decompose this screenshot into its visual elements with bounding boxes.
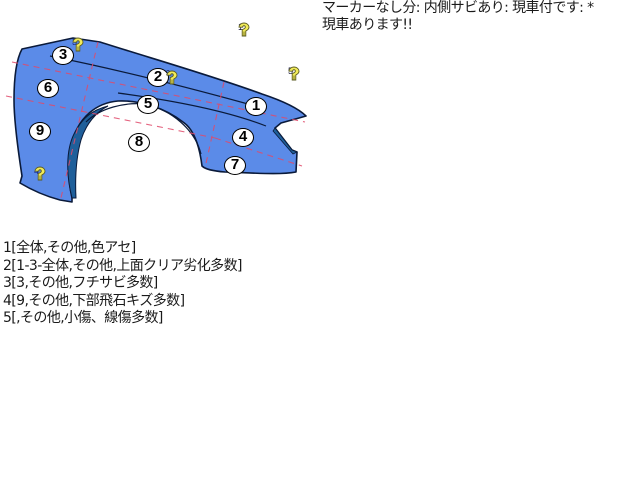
question-pin-icon <box>166 70 178 85</box>
zone-label-1[interactable]: 1 <box>245 96 267 116</box>
character-line-lower <box>117 92 267 127</box>
unmarked-condition-note: マーカーなし分: 内側サビあり: 現車付です: * 現車あります!! <box>322 0 640 34</box>
zone-label-5[interactable]: 5 <box>137 94 159 114</box>
note-line-2: 現車あります!! <box>322 17 413 33</box>
damage-item-2: 2[1-3-全体,その他,上面クリア劣化多数] <box>3 257 242 274</box>
damage-item-1: 1[全体,その他,色アセ] <box>3 240 136 256</box>
damage-item-5: 5[,その他,小傷、線傷多数] <box>3 310 163 327</box>
note-line-1: マーカーなし分: 内側サビあり: 現車付です: * <box>322 0 594 16</box>
zone-label-4[interactable]: 4 <box>232 127 254 147</box>
zone-label-8[interactable]: 8 <box>128 132 150 152</box>
question-pin-icon <box>34 166 46 181</box>
damage-marker-4[interactable]: 4 <box>34 166 46 181</box>
zone-label-2[interactable]: 2 <box>147 67 169 87</box>
headlight-notch-edge <box>272 127 298 155</box>
question-pin-icon <box>238 22 250 37</box>
zone-label-9[interactable]: 9 <box>29 121 51 141</box>
question-pin-icon <box>288 66 300 81</box>
question-pin-icon <box>72 37 84 52</box>
zone-label-3[interactable]: 3 <box>52 45 74 65</box>
damage-marker-1[interactable]: 1 <box>238 22 250 37</box>
damage-marker-2[interactable]: 2 <box>166 70 178 85</box>
fender-damage-diagram: 1 2 3 4 5 6 7 8 9 1 2 3 4 5 <box>0 0 320 215</box>
zone-label-6[interactable]: 6 <box>37 78 59 98</box>
damage-item-4: 4[9,その他,下部飛石キズ多数] <box>3 292 185 309</box>
damage-marker-3[interactable]: 3 <box>72 37 84 52</box>
damage-item-3: 3[3,その他,フチサビ多数] <box>3 275 158 292</box>
zone-label-7[interactable]: 7 <box>224 155 246 175</box>
fender-outline <box>5 37 307 203</box>
damage-marker-5[interactable]: 5 <box>288 66 300 81</box>
zone-grid-lines <box>5 41 306 203</box>
damage-description-list: 1[全体,その他,色アセ] 2[1-3-全体,その他,上面クリア劣化多数] 3[… <box>3 240 242 328</box>
